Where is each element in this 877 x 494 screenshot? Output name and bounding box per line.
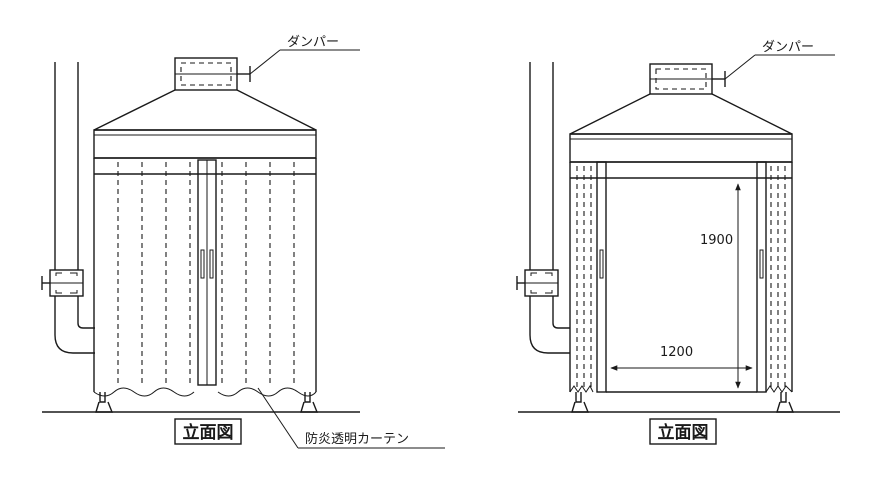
view-title: 立面図 (658, 422, 709, 443)
hood (93, 89, 317, 175)
dimensions (610, 183, 753, 389)
curtain-label: 防炎透明カーテン (305, 431, 409, 447)
title-box (174, 418, 242, 445)
exhaust-duct (516, 62, 570, 354)
hood (569, 93, 793, 179)
left-elevation: ダンパー (41, 35, 445, 449)
curtain-body (93, 158, 319, 413)
damper-label: ダンパー (287, 35, 339, 50)
top-damper (649, 54, 835, 95)
booth-open (569, 161, 795, 413)
top-damper (174, 49, 360, 91)
title-box (649, 418, 717, 445)
right-elevation: ダンパー (516, 40, 840, 445)
exhaust-duct (41, 62, 95, 354)
damper-label: ダンパー (762, 40, 814, 55)
curtain-leader (257, 387, 299, 449)
height-dimension: 1900 (700, 233, 733, 248)
view-title: 立面図 (183, 422, 234, 443)
width-dimension: 1200 (660, 345, 693, 360)
